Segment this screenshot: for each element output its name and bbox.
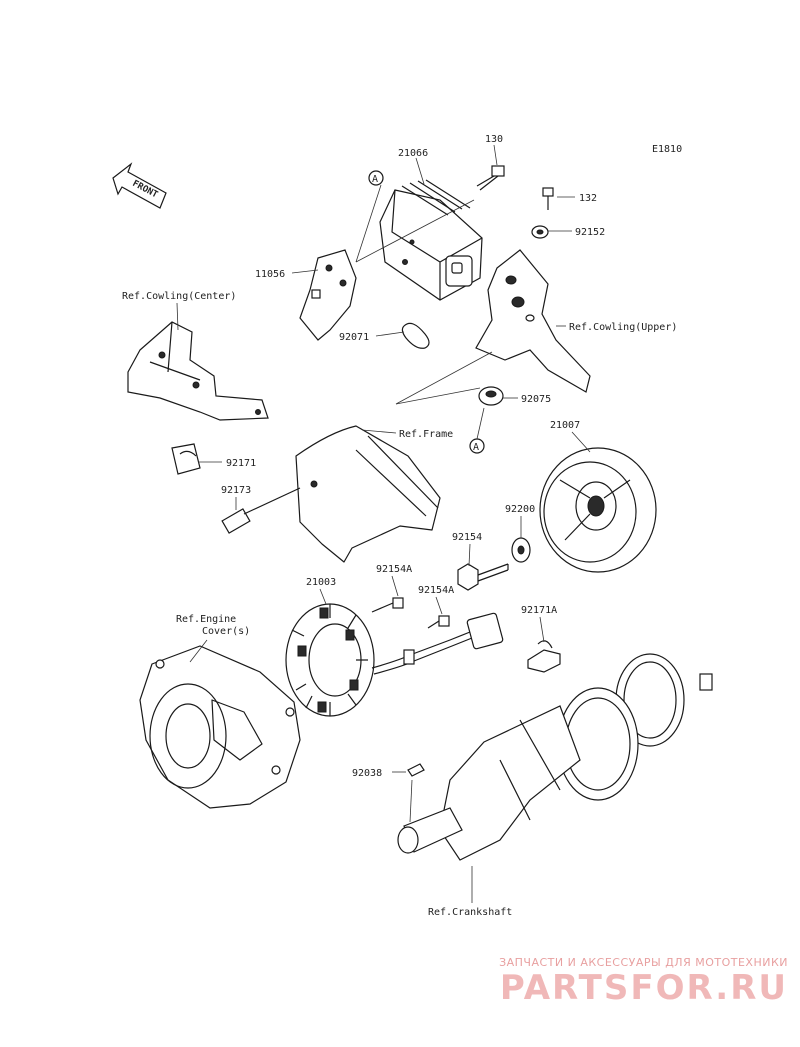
ref-cowling-upper-label: Ref.Cowling(Upper) — [569, 322, 677, 333]
crankshaft — [397, 653, 713, 861]
grommet-92075 — [478, 386, 504, 406]
ref-engine-covers-label-line2: Cover(s) — [202, 626, 250, 637]
ref-crankshaft-label: Ref.Crankshaft — [428, 907, 512, 918]
cowling-center-stay — [127, 321, 269, 421]
part-label-92071: 92071 — [339, 332, 369, 343]
part-label-92152: 92152 — [575, 227, 605, 238]
svg-text:A: A — [473, 442, 479, 453]
stator-wire-harness — [371, 612, 504, 675]
part-label-92171a: 92171A — [521, 605, 557, 616]
part-label-92171: 92171 — [226, 458, 256, 469]
clamp-92171 — [171, 443, 201, 475]
stator-21003 — [285, 603, 375, 717]
washer-92152 — [531, 225, 549, 239]
ref-frame-label: Ref.Frame — [399, 429, 453, 440]
part-label-92200: 92200 — [505, 504, 535, 515]
watermark-tagline: ЗАПЧАСТИ И АКСЕССУАРЫ ДЛЯ МОТОТЕХНИКИ — [499, 956, 788, 969]
callout-a-bottom: A — [469, 407, 485, 454]
engine-cover — [139, 645, 301, 809]
part-label-11056: 11056 — [255, 269, 285, 280]
cowling-upper-stay — [475, 249, 591, 393]
key-92038 — [407, 763, 425, 777]
regulator-21066 — [379, 179, 483, 301]
diagram-code: E1810 — [652, 144, 682, 155]
watermark-logo: PARTSFOR.RU — [499, 968, 788, 1008]
ref-engine-covers-label-line1: Ref.Engine — [176, 614, 236, 625]
leader-lines — [176, 144, 591, 903]
bolt-92154a-2 — [427, 615, 450, 629]
bolt-130 — [476, 165, 505, 191]
screw-132 — [542, 187, 554, 210]
clamp-92171a — [527, 640, 561, 673]
bracket-11056 — [299, 249, 357, 341]
band-92071 — [401, 322, 430, 349]
bolt-92154 — [457, 563, 509, 591]
front-arrow-icon: FRONT — [112, 162, 167, 209]
washer-92200 — [511, 537, 531, 563]
part-label-21003: 21003 — [306, 577, 336, 588]
part-label-92154a-2: 92154A — [418, 585, 454, 596]
part-label-21066: 21066 — [398, 148, 428, 159]
rotor-21007 — [539, 447, 657, 573]
frame-section — [295, 425, 441, 563]
part-label-92154: 92154 — [452, 532, 482, 543]
bolt-92154a-1 — [371, 597, 404, 613]
svg-text:A: A — [372, 174, 378, 185]
watermark: ЗАПЧАСТИ И АКСЕССУАРЫ ДЛЯ МОТОТЕХНИКИ PA… — [488, 956, 788, 1007]
callout-a-top: A — [368, 170, 384, 186]
part-label-92154a-1: 92154A — [376, 564, 412, 575]
part-label-21007: 21007 — [550, 420, 580, 431]
part-label-132: 132 — [579, 193, 597, 204]
part-label-92173: 92173 — [221, 485, 251, 496]
ref-cowling-center-label: Ref.Cowling(Center) — [122, 291, 236, 302]
part-label-130: 130 — [485, 134, 503, 145]
part-label-92038: 92038 — [352, 768, 382, 779]
bolt-92173 — [221, 487, 301, 534]
part-label-92075: 92075 — [521, 394, 551, 405]
